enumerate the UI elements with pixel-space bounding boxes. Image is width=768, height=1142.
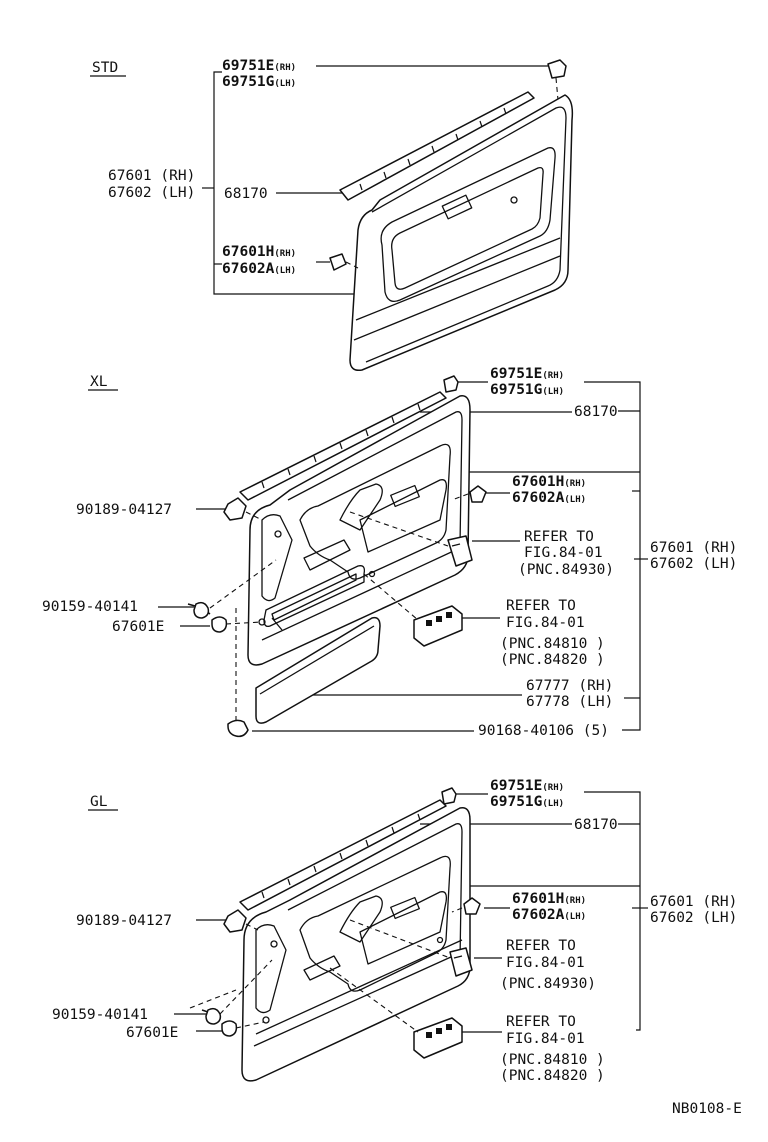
gl-part-69751g[interactable]: 69751G(LH) bbox=[490, 794, 564, 810]
xl-part-90168[interactable]: 90168-40106 (5) bbox=[478, 723, 609, 739]
std-clip-icon bbox=[547, 59, 567, 79]
xl-refer2-d[interactable]: (PNC.84820 ) bbox=[500, 652, 605, 668]
std-part-67602[interactable]: 67602 (LH) bbox=[108, 185, 195, 201]
gl-refer2-a[interactable]: REFER TO bbox=[506, 1014, 576, 1030]
gl-clip-67601e-icon bbox=[221, 1020, 238, 1037]
xl-refer2-a[interactable]: REFER TO bbox=[506, 598, 576, 614]
xl-clip-icon bbox=[443, 375, 459, 393]
gl-part-69751e[interactable]: 69751E(RH) bbox=[490, 778, 564, 794]
xl-bracket bbox=[584, 381, 641, 731]
std-part-68170[interactable]: 68170 bbox=[224, 186, 268, 202]
xl-belt-moulding-icon bbox=[239, 391, 447, 501]
xl-part-67602[interactable]: 67602 (LH) bbox=[650, 556, 737, 572]
gl-door-trim-panel bbox=[241, 807, 471, 1082]
gl-bracket bbox=[584, 791, 641, 1031]
xl-part-69751e[interactable]: 69751E(RH) bbox=[490, 366, 564, 382]
gl-switch-84810-icon bbox=[413, 1017, 463, 1059]
gl-refer1-b[interactable]: FIG.84-01 bbox=[506, 955, 585, 971]
gl-part-90159[interactable]: 90159-40141 bbox=[52, 1007, 148, 1023]
xl-part-67601h[interactable]: 67601H(RH) bbox=[512, 474, 586, 490]
xl-lower-pad-icon bbox=[255, 616, 381, 724]
xl-switch-84930-icon bbox=[447, 535, 473, 567]
xl-part-68170[interactable]: 68170 bbox=[574, 404, 618, 420]
xl-part-67601[interactable]: 67601 (RH) bbox=[650, 540, 737, 556]
xl-part-67777[interactable]: 67777 (RH) bbox=[526, 678, 613, 694]
gl-nut-90189-icon bbox=[223, 909, 247, 933]
xl-refer1-c[interactable]: (PNC.84930) bbox=[518, 562, 614, 578]
xl-fastener-67601h-icon bbox=[469, 485, 487, 503]
xl-part-69751g[interactable]: 69751G(LH) bbox=[490, 382, 564, 398]
xl-clip-67601e-icon bbox=[211, 616, 228, 633]
gl-part-67602a[interactable]: 67602A(LH) bbox=[512, 907, 586, 923]
xl-part-67602a[interactable]: 67602A(LH) bbox=[512, 490, 586, 506]
gl-refer1-a[interactable]: REFER TO bbox=[506, 938, 576, 954]
xl-section-title: XL bbox=[90, 374, 108, 390]
gl-part-67601e[interactable]: 67601E bbox=[126, 1025, 178, 1041]
gl-clip-icon bbox=[441, 787, 457, 805]
std-belt-moulding-icon bbox=[339, 91, 535, 201]
std-bracket bbox=[213, 71, 358, 295]
gl-refer1-c[interactable]: (PNC.84930) bbox=[500, 976, 596, 992]
xl-refer2-b[interactable]: FIG.84-01 bbox=[506, 615, 585, 631]
std-section-title: STD bbox=[92, 60, 118, 76]
std-door-trim-panel bbox=[349, 94, 574, 372]
xl-part-67778[interactable]: 67778 (LH) bbox=[526, 694, 613, 710]
std-part-67602a[interactable]: 67602A(LH) bbox=[222, 261, 296, 277]
gl-section: GL 69751E(RH) 69751G(LH) 68170 67601H(RH… bbox=[52, 778, 737, 1084]
std-part-69751e[interactable]: 69751E(RH) bbox=[222, 58, 296, 74]
xl-refer1-b[interactable]: FIG.84-01 bbox=[524, 545, 603, 561]
xl-part-90189[interactable]: 90189-04127 bbox=[76, 502, 172, 518]
xl-door-trim-panel bbox=[247, 395, 471, 666]
std-part-67601h[interactable]: 67601H(RH) bbox=[222, 244, 296, 260]
std-part-69751g[interactable]: 69751G(LH) bbox=[222, 74, 296, 90]
gl-part-67601[interactable]: 67601 (RH) bbox=[650, 894, 737, 910]
gl-part-67601h[interactable]: 67601H(RH) bbox=[512, 891, 586, 907]
xl-clip-90168-icon bbox=[227, 719, 249, 738]
figure-code: NB0108-E bbox=[672, 1101, 742, 1117]
xl-part-90159[interactable]: 90159-40141 bbox=[42, 599, 138, 615]
xl-refer2-c[interactable]: (PNC.84810 ) bbox=[500, 636, 605, 652]
gl-refer2-d[interactable]: (PNC.84820 ) bbox=[500, 1068, 605, 1084]
gl-part-90189[interactable]: 90189-04127 bbox=[76, 913, 172, 929]
xl-nut-90189-icon bbox=[223, 497, 247, 521]
gl-switch-84930-icon bbox=[449, 947, 473, 977]
xl-section: XL 69751E(RH) 69751G(LH) 68170 67601H(RH… bbox=[42, 366, 737, 739]
gl-part-67602[interactable]: 67602 (LH) bbox=[650, 910, 737, 926]
std-part-67601[interactable]: 67601 (RH) bbox=[108, 168, 195, 184]
gl-belt-moulding-icon bbox=[239, 799, 447, 911]
gl-refer2-b[interactable]: FIG.84-01 bbox=[506, 1031, 585, 1047]
xl-refer1-a[interactable]: REFER TO bbox=[524, 529, 594, 545]
gl-refer2-c[interactable]: (PNC.84810 ) bbox=[500, 1052, 605, 1068]
xl-switch-84810-icon bbox=[413, 605, 463, 647]
gl-section-title: GL bbox=[90, 794, 108, 810]
xl-part-67601e[interactable]: 67601E bbox=[112, 619, 164, 635]
std-fastener-icon bbox=[329, 253, 347, 271]
std-section: STD 69751E(RH) 69751G(LH) 67601 (RH) 676… bbox=[90, 58, 574, 372]
gl-fastener-67601h-icon bbox=[463, 897, 481, 915]
gl-part-68170[interactable]: 68170 bbox=[574, 817, 618, 833]
